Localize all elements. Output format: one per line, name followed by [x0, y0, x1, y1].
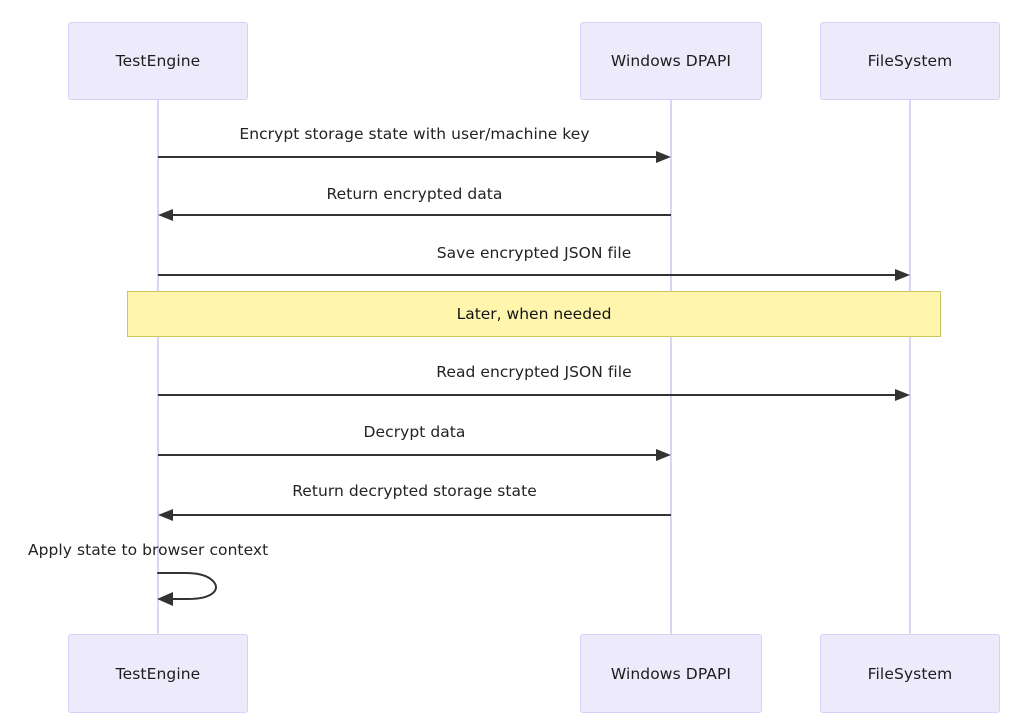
message-label-m6: Return decrypted storage state [292, 482, 537, 500]
participant-label: FileSystem [867, 664, 953, 683]
note-label: Later, when needed [456, 305, 612, 323]
message-arrow-m4 [158, 389, 910, 401]
lifeline-filesystem [909, 100, 911, 634]
participant-bottom-dpapi[interactable]: Windows DPAPI [580, 634, 762, 713]
participant-label: TestEngine [115, 52, 201, 70]
participant-bottom-filesystem[interactable]: FileSystem [820, 634, 1000, 713]
message-label-m5: Decrypt data [363, 423, 466, 441]
message-arrow-m2 [158, 209, 671, 221]
message-label-m1: Encrypt storage state with user/machine … [239, 125, 590, 143]
message-arrow-m6 [158, 509, 671, 521]
self-message-loop-m7 [157, 572, 218, 606]
participant-top-filesystem[interactable]: FileSystem [820, 22, 1000, 100]
note-later-when-needed: Later, when needed [127, 291, 941, 337]
lifeline-dpapi [670, 100, 672, 634]
message-arrow-m3 [158, 269, 910, 281]
message-arrow-m1 [158, 151, 671, 163]
participant-top-testengine[interactable]: TestEngine [68, 22, 248, 100]
message-label-m3: Save encrypted JSON file [436, 244, 632, 262]
participant-label: Windows DPAPI [610, 664, 732, 683]
message-label-m7: Apply state to browser context [28, 541, 269, 559]
message-label-m4: Read encrypted JSON file [436, 363, 632, 381]
participant-label: FileSystem [867, 52, 953, 70]
message-label-m2: Return encrypted data [326, 185, 503, 203]
lifeline-testengine [157, 100, 159, 634]
message-arrow-m5 [158, 449, 671, 461]
participant-top-dpapi[interactable]: Windows DPAPI [580, 22, 762, 100]
participant-label: Windows DPAPI [610, 52, 732, 70]
participant-label: TestEngine [115, 664, 201, 683]
participant-bottom-testengine[interactable]: TestEngine [68, 634, 248, 713]
